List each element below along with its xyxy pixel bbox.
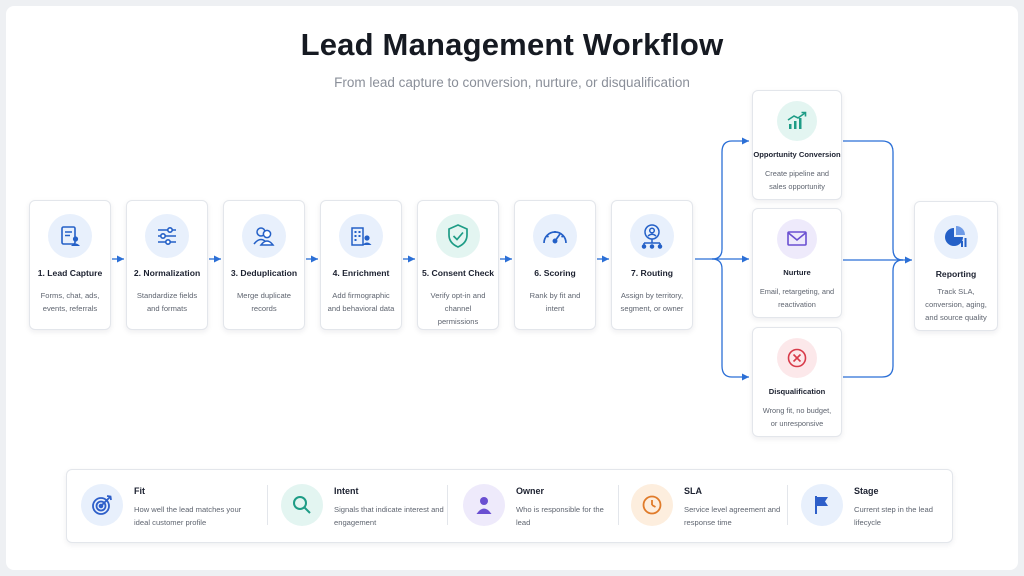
- pie-chart-icon: [934, 215, 978, 259]
- step-title: 1. Lead Capture: [37, 268, 103, 278]
- step-description: Assign by territory, segment, or owner: [620, 291, 684, 313]
- legend-divider: [447, 485, 448, 525]
- legend-item-intent: Intent Signals that indicate interest an…: [267, 470, 447, 544]
- step-title: 5. Consent Check: [421, 268, 495, 278]
- step-description: Merge duplicate records: [236, 291, 292, 313]
- legend-item-stage: Stage Current step in the lead lifecycle: [787, 470, 952, 544]
- arrow-routing-disqualification: [711, 258, 749, 381]
- arrow-routing-opportunity: [711, 137, 749, 260]
- legend-term: SLA: [684, 486, 702, 496]
- reporting-description: Track SLA, conversion, aging, and source…: [925, 287, 987, 322]
- routing-person-icon: [630, 214, 674, 258]
- legend-term: Stage: [854, 486, 879, 496]
- step-card-scoring: 6. Scoring Rank by fit and intent: [514, 200, 596, 330]
- gauge-icon: [533, 214, 577, 258]
- legend-item-owner: Owner Who is responsible for the lead: [449, 470, 619, 544]
- branch-card-nurture: Nurture Email, retargeting, and reactiva…: [752, 208, 842, 318]
- page-subtitle: From lead capture to conversion, nurture…: [334, 75, 690, 90]
- step-description: Standardize fields and formats: [136, 291, 198, 313]
- step-description: Verify opt-in and channel permissions: [430, 291, 486, 326]
- legend-item-fit: Fit How well the lead matches your ideal…: [67, 470, 267, 544]
- legend-description: How well the lead matches your ideal cus…: [134, 505, 242, 527]
- branch-title: Opportunity Conversion: [753, 150, 841, 159]
- legend-description: Signals that indicate interest and engag…: [334, 505, 444, 527]
- legend-description: Who is responsible for the lead: [516, 505, 604, 527]
- branch-description: Wrong fit, no budget, or unresponsive: [762, 406, 832, 428]
- arrow-opportunity-reporting: [843, 140, 904, 261]
- step-description: Add firmographic and behavioral data: [327, 291, 395, 313]
- step-card-consent-check: 5. Consent Check Verify opt-in and chann…: [417, 200, 499, 330]
- branch-card-opportunity-conversion: Opportunity Conversion Create pipeline a…: [752, 90, 842, 200]
- step-card-lead-capture: 1. Lead Capture Forms, chat, ads, events…: [29, 200, 111, 330]
- legend-item-sla: SLA Service level agreement and response…: [617, 470, 787, 544]
- step-title: 3. Deduplication: [230, 268, 298, 278]
- users-duplicate-icon: [242, 214, 286, 258]
- branch-description: Create pipeline and sales opportunity: [764, 169, 830, 191]
- clock-icon: [631, 484, 673, 526]
- legend-divider: [787, 485, 788, 525]
- step-card-deduplication: 3. Deduplication Merge duplicate records: [223, 200, 305, 330]
- branch-card-disqualification: Disqualification Wrong fit, no budget, o…: [752, 327, 842, 437]
- reporting-title: Reporting: [935, 269, 977, 279]
- legend-term: Intent: [334, 486, 359, 496]
- legend-term: Fit: [134, 486, 145, 496]
- x-circle-icon: [777, 338, 817, 378]
- step-card-routing: 7. Routing Assign by territory, segment,…: [611, 200, 693, 330]
- step-title: 2. Normalization: [133, 268, 201, 278]
- step-description: Forms, chat, ads, events, referrals: [40, 291, 100, 313]
- person-icon: [463, 484, 505, 526]
- trend-up-icon: [777, 101, 817, 141]
- legend-term: Owner: [516, 486, 545, 496]
- flag-icon: [801, 484, 843, 526]
- step-title: 4. Enrichment: [332, 268, 390, 278]
- envelope-icon: [777, 219, 817, 259]
- branch-description: Email, retargeting, and reactivation: [759, 287, 835, 309]
- shield-check-icon: [436, 214, 480, 258]
- legend-divider: [267, 485, 268, 525]
- target-icon: [81, 484, 123, 526]
- form-document-icon: [48, 214, 92, 258]
- step-card-normalization: 2. Normalization Standardize fields and …: [126, 200, 208, 330]
- step-title: 7. Routing: [630, 268, 673, 278]
- step-description: Rank by fit and intent: [529, 291, 581, 313]
- arrow-disqualification-reporting: [843, 259, 904, 378]
- step-card-enrichment: 4. Enrichment Add firmographic and behav…: [320, 200, 402, 330]
- branch-title: Disqualification: [768, 387, 826, 396]
- branch-title: Nurture: [783, 268, 811, 277]
- building-person-icon: [339, 214, 383, 258]
- reporting-card: Reporting Track SLA, conversion, aging, …: [914, 201, 998, 331]
- step-title: 6. Scoring: [534, 268, 576, 278]
- sliders-icon: [145, 214, 189, 258]
- legend-description: Service level agreement and response tim…: [684, 505, 781, 527]
- page-title: Lead Management Workflow: [300, 27, 724, 62]
- search-icon: [281, 484, 323, 526]
- legend-panel: Fit How well the lead matches your ideal…: [66, 469, 953, 543]
- legend-divider: [618, 485, 619, 525]
- legend-description: Current step in the lead lifecycle: [854, 505, 933, 527]
